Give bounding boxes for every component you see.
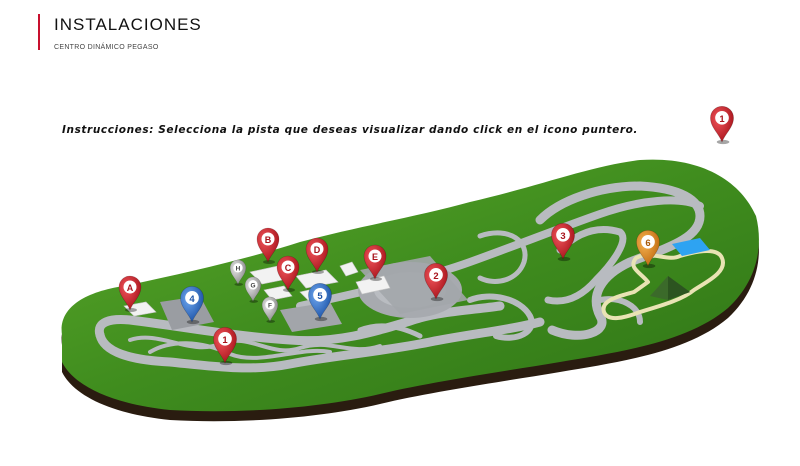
marker-a-label: A bbox=[127, 283, 134, 293]
marker-c[interactable]: C bbox=[276, 255, 300, 292]
marker-6-badge bbox=[641, 235, 655, 249]
marker-g-shadow bbox=[249, 299, 259, 303]
marker-3-shadow bbox=[557, 256, 571, 262]
marker-d-shadow bbox=[312, 270, 324, 274]
marker-3-badge bbox=[556, 228, 570, 242]
marker-c-label: C bbox=[285, 263, 292, 273]
marker-h-shadow bbox=[234, 282, 244, 286]
marker-h[interactable]: H bbox=[229, 259, 247, 286]
pad-center bbox=[280, 302, 342, 332]
marker-c-shadow bbox=[283, 288, 295, 292]
marker-b-badge bbox=[261, 232, 275, 246]
marker-e-badge bbox=[368, 249, 382, 263]
marker-b[interactable]: B bbox=[256, 227, 280, 264]
marker-3-label: 3 bbox=[560, 231, 565, 242]
instruction-sample-marker-shadow bbox=[716, 139, 730, 145]
marker-6-shadow bbox=[642, 263, 656, 269]
marker-g-badge bbox=[248, 280, 258, 290]
marker-d-label: D bbox=[314, 245, 321, 255]
marker-4-label: 4 bbox=[189, 294, 195, 305]
marker-6-label: 6 bbox=[645, 238, 650, 249]
marker-5-shadow bbox=[314, 316, 328, 322]
marker-2-badge bbox=[429, 268, 443, 282]
marker-h-badge bbox=[233, 263, 243, 273]
marker-3[interactable]: 3 bbox=[551, 223, 575, 262]
marker-4-badge bbox=[185, 291, 199, 305]
marker-f-label: F bbox=[268, 303, 272, 310]
instructions-text: Instrucciones: Selecciona la pista que d… bbox=[62, 124, 639, 136]
water-pool bbox=[672, 238, 710, 256]
marker-a[interactable]: A bbox=[118, 275, 142, 312]
marker-2[interactable]: 2 bbox=[424, 263, 448, 302]
marker-2-label: 2 bbox=[433, 271, 438, 282]
marker-g[interactable]: G bbox=[244, 276, 262, 303]
page-title: INSTALACIONES bbox=[54, 15, 202, 34]
marker-d[interactable]: D bbox=[305, 237, 329, 274]
instruction-sample-marker: 1 bbox=[710, 106, 734, 145]
marker-c-badge bbox=[281, 260, 295, 274]
marker-b-label: B bbox=[265, 235, 272, 245]
marker-1-label: 1 bbox=[222, 335, 227, 346]
page-subtitle: CENTRO DINÁMICO PEGASO bbox=[54, 44, 159, 51]
markers-layer: A B C D E F G H 1 2 3 4 5 6 bbox=[118, 223, 660, 366]
marker-f-shadow bbox=[266, 319, 276, 323]
marker-d-badge bbox=[310, 242, 324, 256]
marker-b-shadow bbox=[263, 260, 275, 264]
marker-5[interactable]: 5 bbox=[308, 283, 332, 322]
marker-a-shadow bbox=[125, 308, 137, 312]
marker-e-shadow bbox=[370, 277, 382, 281]
marker-f-badge bbox=[265, 300, 275, 310]
marker-1[interactable]: 1 bbox=[213, 327, 237, 366]
marker-2-shadow bbox=[430, 296, 444, 302]
marker-4-shadow bbox=[186, 319, 200, 325]
instruction-sample-marker-badge bbox=[715, 111, 729, 125]
marker-e[interactable]: E bbox=[363, 244, 387, 281]
instruction-sample-marker-label: 1 bbox=[719, 114, 724, 125]
marker-1-shadow bbox=[219, 360, 233, 366]
marker-5-badge bbox=[313, 288, 327, 302]
marker-f[interactable]: F bbox=[261, 296, 279, 323]
marker-1-badge bbox=[218, 332, 232, 346]
marker-g-label: G bbox=[250, 283, 255, 290]
instruction-sample-marker-icon: 1 bbox=[710, 106, 734, 145]
marker-4[interactable]: 4 bbox=[180, 286, 204, 325]
marker-h-label: H bbox=[236, 266, 241, 273]
marker-e-label: E bbox=[372, 252, 378, 262]
marker-5-label: 5 bbox=[317, 291, 322, 302]
marker-a-badge bbox=[123, 280, 137, 294]
marker-6[interactable]: 6 bbox=[636, 230, 660, 269]
page-header: INSTALACIONES CENTRO DINÁMICO PEGASO bbox=[38, 14, 202, 51]
